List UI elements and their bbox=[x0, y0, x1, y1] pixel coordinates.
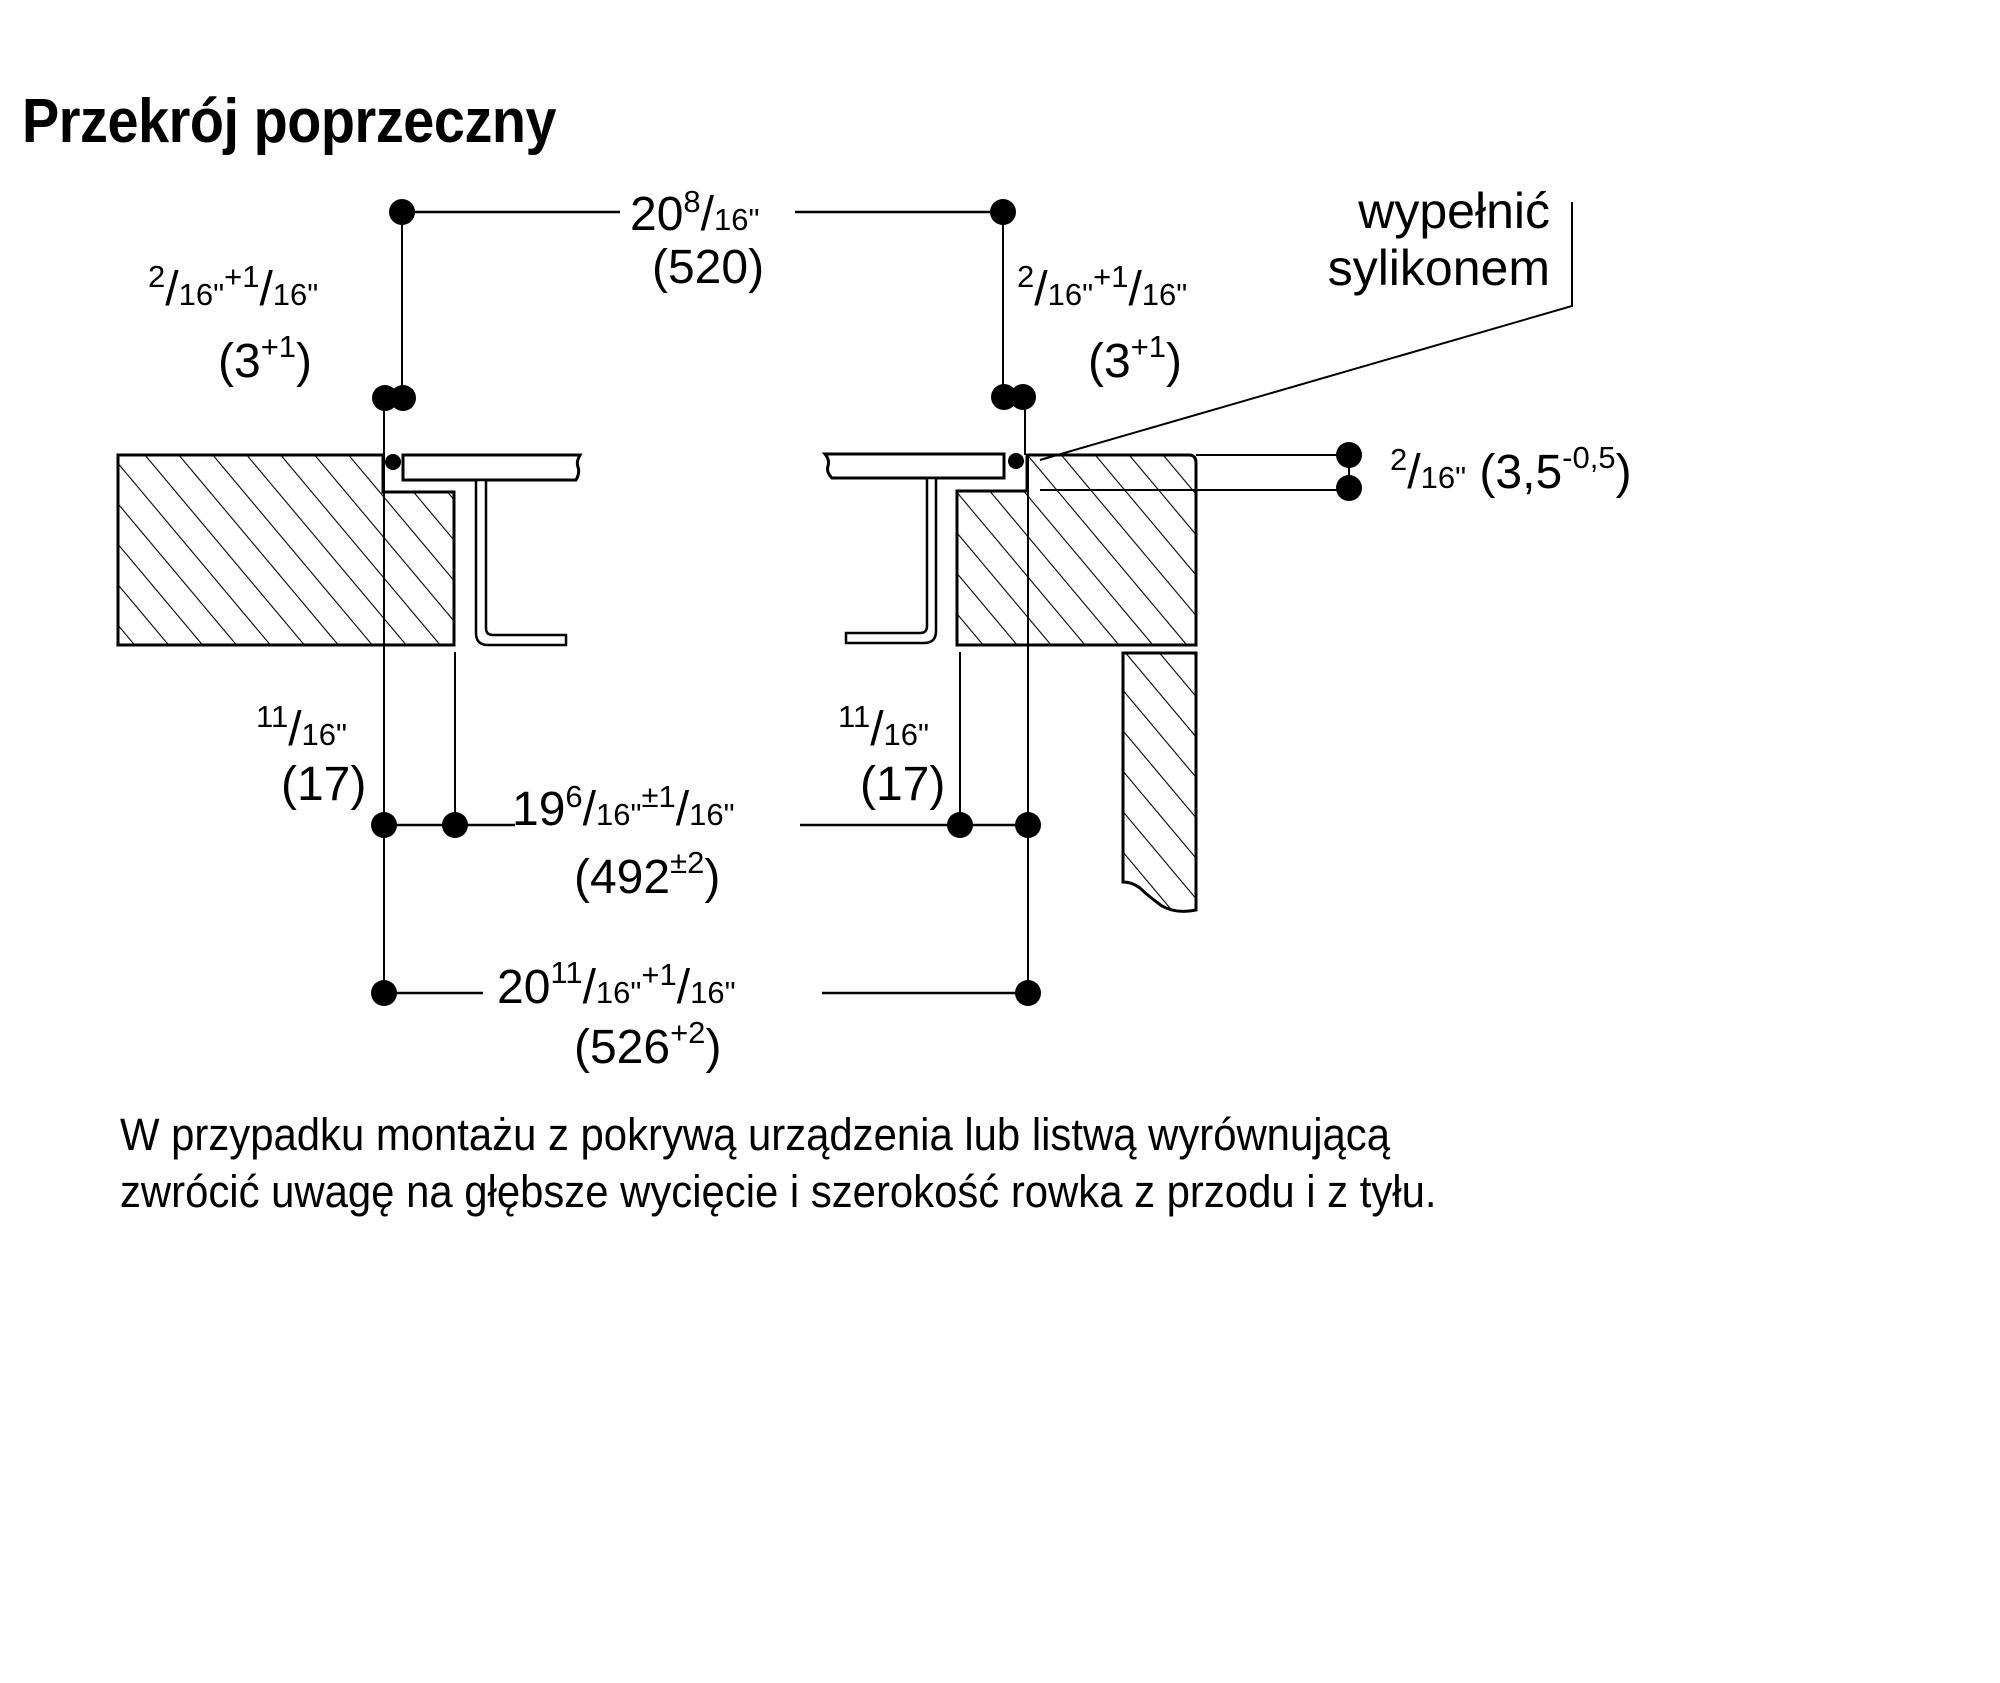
label-flange-right-imperial: 11/16" bbox=[838, 699, 929, 756]
dimension-dot bbox=[1015, 980, 1041, 1006]
page-title: Przekrój poprzeczny bbox=[22, 87, 557, 156]
label-flange-left-imperial: 11/16" bbox=[256, 699, 347, 756]
label-depth: 2/16" (3,5-0,5) bbox=[1390, 440, 1632, 499]
dimension-dot bbox=[1336, 475, 1362, 501]
dimension-dot bbox=[371, 812, 397, 838]
silicone-leader-line bbox=[1039, 202, 1573, 461]
silicone-bead-right bbox=[1008, 453, 1024, 469]
cabinet-side-panel bbox=[1121, 651, 1198, 913]
countertop-left bbox=[116, 453, 456, 647]
frame-bracket-right bbox=[844, 476, 938, 645]
dimension-dot bbox=[1336, 442, 1362, 468]
label-flange-left-metric: (17) bbox=[281, 758, 366, 811]
dimension-dot bbox=[1015, 812, 1041, 838]
label-flange-right-metric: (17) bbox=[860, 758, 945, 811]
dimension-dot bbox=[390, 385, 416, 411]
dimension-dot bbox=[991, 384, 1017, 410]
label-gap-left-imperial: 2/16"+1/16" bbox=[148, 259, 318, 316]
label-inner-width-imperial: 196/16"±1/16" bbox=[512, 779, 735, 836]
glass-panel-left bbox=[401, 453, 583, 482]
countertop-right bbox=[955, 453, 1198, 647]
dimension-dot bbox=[1010, 384, 1036, 410]
installation-note: W przypadku montażu z pokrywą urządzenia… bbox=[120, 1106, 1436, 1220]
label-gap-right-metric: (3+1) bbox=[1088, 329, 1182, 388]
dimension-dot bbox=[947, 812, 973, 838]
label-inner-width-metric: (492±2) bbox=[574, 845, 720, 904]
dimension-dot bbox=[442, 812, 468, 838]
label-gap-left-metric: (3+1) bbox=[218, 329, 312, 388]
label-outer-width-imperial: 2011/16"+1/16" bbox=[497, 955, 736, 1014]
glass-panel-right bbox=[821, 452, 1006, 480]
frame-bracket-left bbox=[474, 478, 568, 647]
installation-note-line1: W przypadku montażu z pokrywą urządzenia… bbox=[120, 1109, 1391, 1160]
dimension-dot bbox=[371, 980, 397, 1006]
label-gap-right-imperial: 2/16"+1/16" bbox=[1017, 259, 1187, 316]
installation-note-line2: zwrócić uwagę na głębsze wycięcie i szer… bbox=[120, 1166, 1437, 1217]
label-top-width-metric: (520) bbox=[652, 241, 764, 294]
label-outer-width-metric: (526+2) bbox=[574, 1015, 721, 1074]
silicone-bead-left bbox=[385, 454, 401, 470]
label-silicone-line2: sylikonem bbox=[1328, 240, 1550, 296]
label-top-width-imperial: 208/16" bbox=[630, 184, 759, 241]
label-silicone-line1: wypełnić bbox=[1357, 183, 1550, 239]
